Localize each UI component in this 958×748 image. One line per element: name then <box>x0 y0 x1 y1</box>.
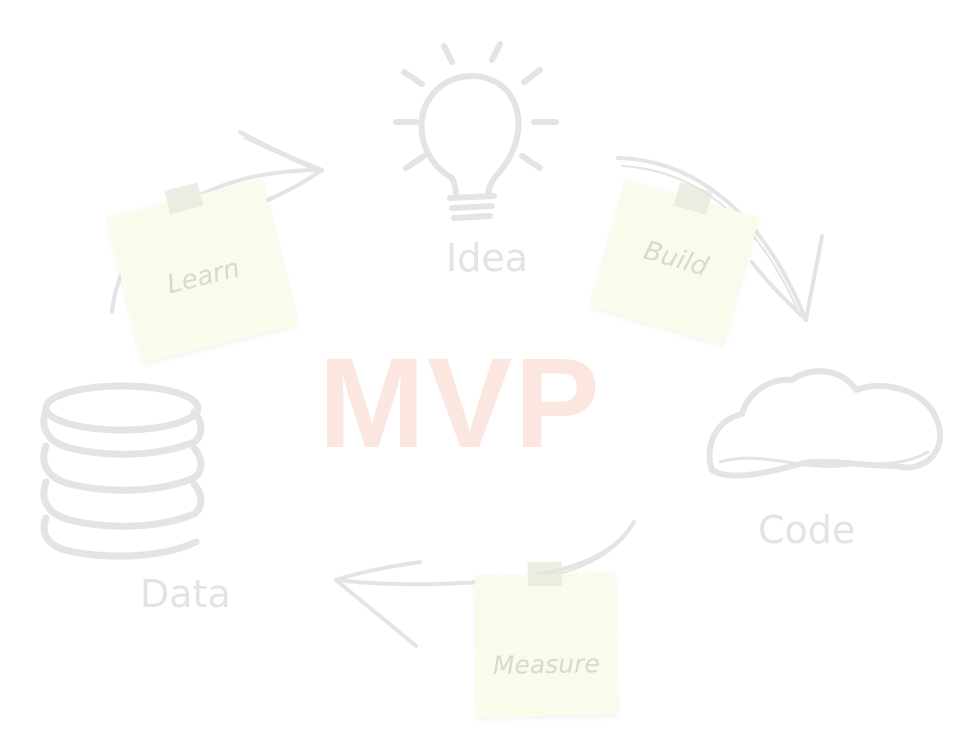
note-label-measure: Measure <box>492 649 600 680</box>
tape <box>527 561 562 587</box>
arrow-build <box>616 156 824 322</box>
center-title: MVP <box>318 332 602 475</box>
note-label-build: Build <box>640 235 712 283</box>
node-label-code: Code <box>758 508 856 552</box>
node-label-idea: Idea <box>446 236 528 280</box>
sticky-note-measure: Measure <box>474 561 618 718</box>
node-label-data: Data <box>140 572 231 616</box>
database-icon <box>40 382 205 560</box>
lightbulb-icon <box>393 41 559 221</box>
note-label-learn: Learn <box>164 253 243 301</box>
cloud-icon <box>706 368 944 479</box>
